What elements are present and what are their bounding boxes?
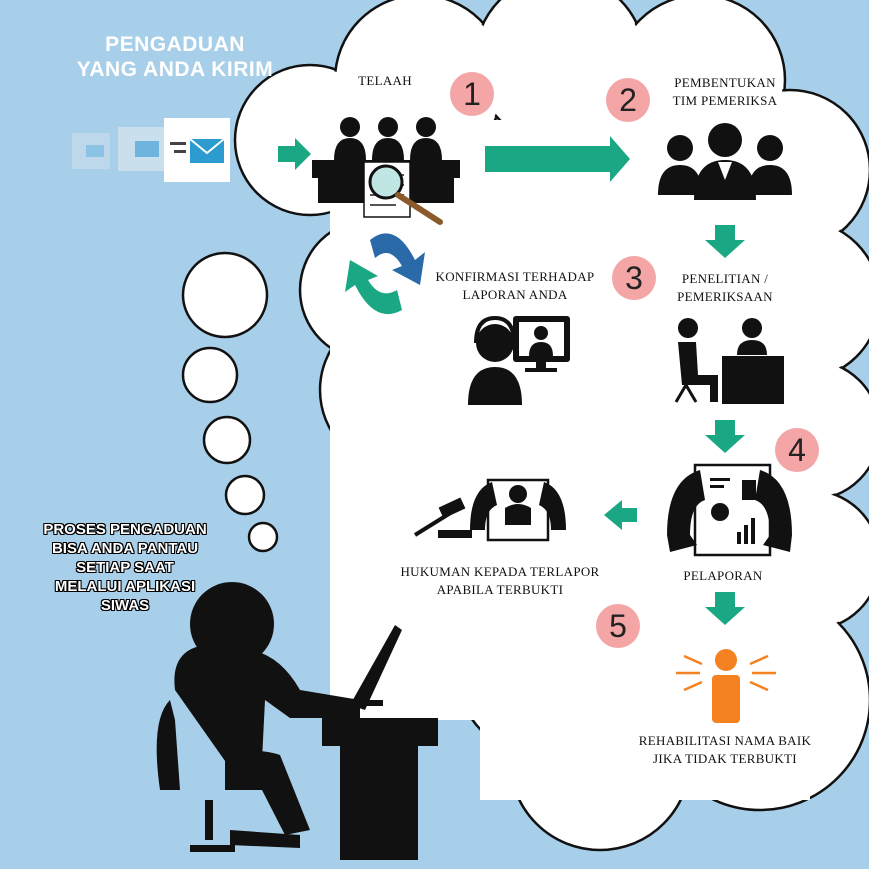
flow-arrows xyxy=(278,136,745,625)
label-hukuman-line2: APABILA TERBUKTI xyxy=(436,582,564,597)
label-hukuman: HUKUMAN KEPADA TERLAPOR APABILA TERBUKTI xyxy=(395,563,605,599)
label-telaah: TELAAH xyxy=(358,73,412,88)
side-note-line1: PROSES PENGADUAN xyxy=(43,521,207,538)
refresh-icon xyxy=(345,233,425,315)
step-number-5: 5 xyxy=(596,604,640,648)
team-icon xyxy=(658,123,792,200)
step-number-2: 2 xyxy=(606,78,650,122)
label-rehabilitasi-line1: REHABILITASI NAMA BAIK xyxy=(638,733,812,748)
person-at-desk-icon xyxy=(156,582,438,860)
gavel-icon xyxy=(413,478,566,542)
label-konfirmasi-line2: LAPORAN ANDA xyxy=(462,287,568,302)
side-note-line2: BISA ANDA PANTAU xyxy=(51,540,199,557)
step-number-3: 3 xyxy=(612,256,656,300)
video-call-icon xyxy=(468,315,570,405)
committee-icon xyxy=(312,117,460,225)
label-pembentukan: PEMBENTUKAN TIM PEMERIKSA xyxy=(655,74,795,110)
label-pembentukan-line2: TIM PEMERIKSA xyxy=(672,93,778,108)
label-rehabilitasi-line2: JIKA TIDAK TERBUKTI xyxy=(653,751,797,766)
side-note-line5: SIWAS xyxy=(100,597,150,614)
label-penelitian: PENELITIAN / PEMERIKSAAN xyxy=(665,270,785,306)
label-rehabilitasi: REHABILITASI NAMA BAIK JIKA TIDAK TERBUK… xyxy=(630,732,820,768)
step-number-4: 4 xyxy=(775,428,819,472)
person-highlight-icon xyxy=(676,649,776,723)
header-line2: YANG ANDA KIRIM xyxy=(76,58,274,81)
envelope-icon xyxy=(72,118,230,182)
label-hukuman-line1: HUKUMAN KEPADA TERLAPOR xyxy=(400,564,600,579)
header-title: PENGADUAN YANG ANDA KIRIM xyxy=(60,32,290,82)
step-number-1: 1 xyxy=(450,72,494,116)
label-penelitian-line1: PENELITIAN / xyxy=(681,271,769,286)
label-penelitian-line2: PEMERIKSAAN xyxy=(677,289,773,304)
interview-icon xyxy=(674,318,784,404)
label-konfirmasi: KONFIRMASI TERHADAP LAPORAN ANDA xyxy=(425,268,605,304)
thought-bubbles xyxy=(181,251,279,553)
side-note-line4: MELALUI APLIKASI xyxy=(54,578,196,595)
side-note: PROSES PENGADUAN BISA ANDA PANTAU SETIAP… xyxy=(10,520,240,615)
label-pembentukan-line1: PEMBENTUKAN xyxy=(674,75,776,90)
label-konfirmasi-line1: KONFIRMASI TERHADAP xyxy=(435,269,595,284)
label-pelaporan: PELAPORAN xyxy=(683,568,763,583)
report-icon xyxy=(667,463,792,557)
header-line1: PENGADUAN xyxy=(105,33,245,56)
side-note-line3: SETIAP SAAT xyxy=(76,559,174,576)
